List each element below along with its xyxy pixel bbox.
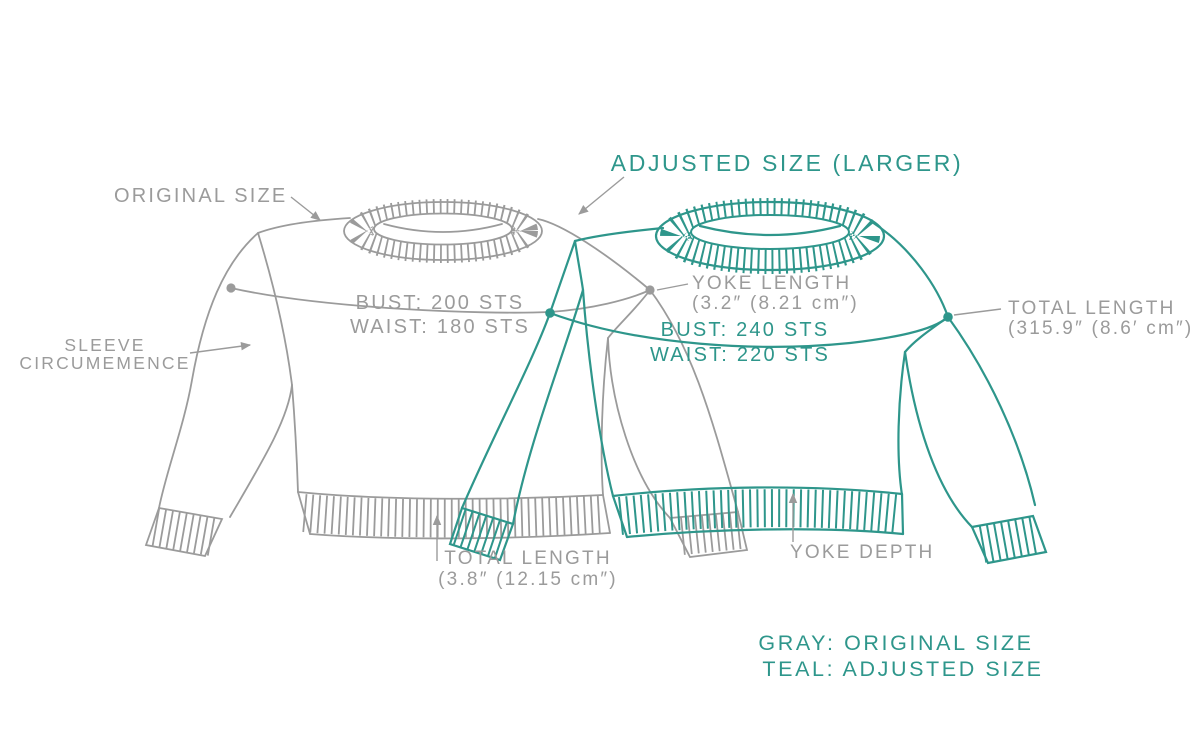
original-left-cuff-ribbing: [151, 508, 216, 556]
original-left-cuff-outline: [144, 506, 224, 558]
original-bust-label: BUST: 200 STS: [356, 292, 525, 314]
adjusted-sweater-drawing: [448, 198, 1048, 565]
adjusted-right-cuff-ribbing: [978, 515, 1042, 563]
adjusted-left-sleeve-outer: [460, 239, 577, 510]
legend-gray-line: GRAY: ORIGINAL SIZE: [758, 631, 1033, 655]
original-back-neck-line: [383, 223, 503, 233]
total-length-bottom-value: (3.8″ (12.15 cm″): [438, 569, 618, 590]
yoke-depth-label: YOKE DEPTH: [790, 542, 934, 563]
total-length-right-label: TOTAL LENGTH: [1008, 298, 1176, 319]
adjusted-bust-line: [548, 311, 950, 348]
adjusted-left-sleeve-inner: [511, 288, 585, 526]
adjusted-hem-bottom-edge: [625, 528, 905, 539]
original-neckband-outline: [343, 201, 543, 261]
adjusted-waist-label: WAIST: 220 STS: [650, 344, 830, 366]
original-right-sleeve-outer: [649, 289, 739, 513]
adjusted-bust-label: BUST: 240 STS: [661, 319, 830, 341]
adjusted-right-sleeve-outer: [946, 315, 1037, 507]
original-size-label: ORIGINAL SIZE: [114, 185, 287, 207]
adjusted-left-armhole: [573, 239, 585, 292]
total-length-right-value: (315.9″ (8.6′ cm″): [1008, 318, 1193, 339]
original-hem-ribbing: [302, 494, 606, 538]
text-labels: ORIGINAL SIZE ADJUSTED SIZE (LARGER) BUS…: [19, 150, 1193, 681]
adjusted-body-right-edge: [897, 350, 907, 497]
original-bust-line-left-dot: [226, 283, 236, 293]
adjusted-body-left-edge: [581, 288, 615, 498]
adjusted-neckband-outline: [654, 200, 886, 272]
adjusted-left-cuff-ribbing: [452, 507, 511, 560]
adjusted-right-shoulder-seam: [870, 220, 950, 319]
adjusted-back-neck-line: [698, 224, 842, 237]
adjusted-shoulder-dot: [943, 312, 953, 322]
legend-teal-line: TEAL: ADJUSTED SIZE: [762, 657, 1043, 681]
original-hem-right-cap: [602, 494, 611, 534]
adjusted-hem-top-edge: [611, 486, 904, 498]
total-length-connector-line: [953, 308, 1002, 316]
original-yoke-seam-dot: [645, 285, 655, 295]
total-length-bottom-label: TOTAL LENGTH: [444, 548, 612, 569]
original-left-sleeve-outer: [158, 232, 259, 509]
original-left-armhole: [257, 232, 293, 386]
adjusted-hem-ribbing: [618, 489, 902, 535]
adjusted-left-shoulder: [573, 226, 665, 243]
annotation-lines: [189, 176, 1002, 561]
yoke-length-label: YOKE LENGTH: [692, 273, 851, 294]
original-left-sleeve-inner: [229, 384, 293, 518]
adjusted-bust-line-left-dot: [545, 308, 555, 318]
original-size-arrow: [290, 196, 321, 221]
adjusted-left-cuff-outline: [448, 506, 515, 562]
original-body-left-edge: [291, 384, 299, 493]
sleeve-circumference-label-line2: CIRCUMEMENCE: [19, 353, 190, 373]
yoke-length-value: (3.2″ (8.21 cm″): [692, 293, 859, 314]
adjusted-neckband-ribbing: [660, 198, 880, 274]
sleeve-circumference-arrow: [189, 341, 252, 354]
adjusted-size-arrow: [578, 176, 625, 215]
original-right-armhole: [607, 289, 651, 339]
adjusted-neck-opening: [690, 214, 850, 250]
original-left-shoulder: [257, 217, 351, 234]
adjusted-size-label: ADJUSTED SIZE (LARGER): [611, 150, 963, 176]
adjusted-hem-right-cap: [900, 492, 905, 536]
original-neck-opening: [373, 212, 513, 246]
original-waist-label: WAIST: 180 STS: [350, 316, 530, 338]
original-hem-bottom-edge: [309, 532, 611, 540]
yoke-length-connector-line: [656, 283, 689, 291]
original-hem-top-edge: [297, 491, 604, 500]
original-sweater-drawing: [144, 199, 749, 558]
original-hem-left-cap: [297, 491, 311, 535]
original-right-cuff-ribbing: [680, 511, 742, 555]
original-bust-line: [230, 287, 651, 314]
adjusted-right-sleeve-inner: [903, 350, 974, 529]
adjusted-right-cuff-outline: [970, 514, 1048, 565]
original-neckband-ribbing: [348, 199, 538, 263]
original-body-right-edge: [600, 337, 609, 496]
adjusted-hem-left-cap: [611, 494, 629, 539]
original-right-shoulder-seam: [537, 218, 651, 291]
sleeve-circumference-label-line1: SLEEVE: [64, 335, 145, 355]
